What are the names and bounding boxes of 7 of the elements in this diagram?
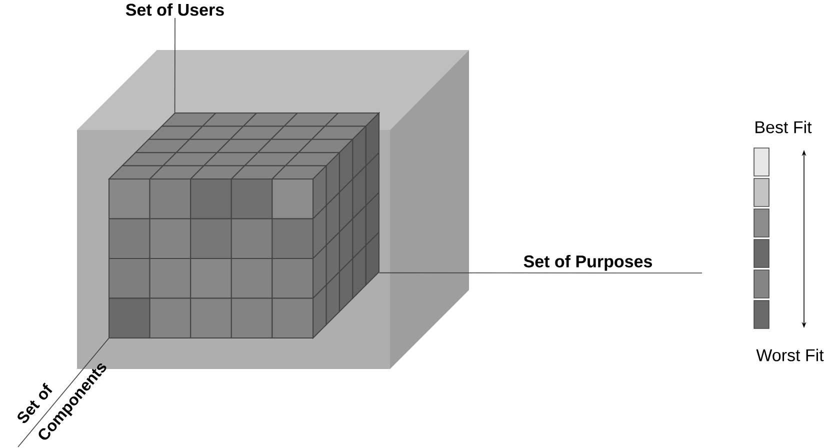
scale-label: Worst Fit	[756, 348, 824, 362]
leader-line	[174, 18, 176, 114]
leader-line	[18, 338, 110, 448]
axis-label: Set of Purposes	[524, 254, 652, 271]
axis-label: Set of Users	[126, 3, 224, 16]
scale-label: Best Fit	[756, 120, 812, 134]
leader-line	[378, 272, 702, 274]
